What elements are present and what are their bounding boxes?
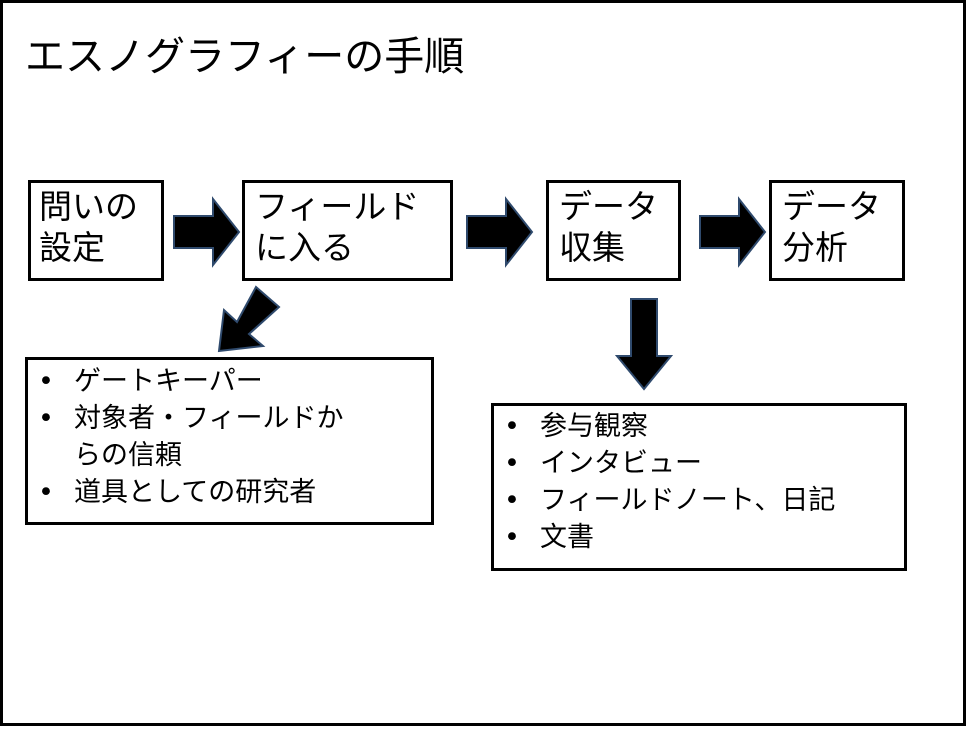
list-item: 道具としての研究者: [28, 474, 431, 511]
step-text: 問いの: [39, 187, 138, 226]
list-item-text: 文書: [540, 522, 594, 553]
arrows-layer: [173, 196, 767, 391]
list-item-text: 参与観察: [540, 411, 648, 442]
arrow-down-icon: [614, 298, 674, 391]
list-item: 対象者・フィールドか らの信頼: [28, 400, 431, 474]
list-item-text: らの信頼: [74, 440, 182, 471]
step-text: 分析: [782, 228, 848, 267]
data-collection-list: 参与観察 インタビュー フィールドノート、日記 文書: [491, 403, 907, 571]
step-text: データ: [559, 187, 658, 226]
list-item: ゲートキーパー: [28, 363, 431, 400]
step-box-data-analysis: データ 分析: [769, 180, 905, 281]
list-item-text: 対象者・フィールドか: [74, 403, 344, 434]
arrow-right-icon: [699, 196, 767, 268]
field-entry-list: ゲートキーパー 対象者・フィールドか らの信頼 道具としての研究者: [25, 357, 434, 525]
list-item: 文書: [494, 519, 904, 556]
list-item-text: 道具としての研究者: [74, 477, 317, 508]
list-item: 参与観察: [494, 408, 904, 445]
step-box-data-collection: データ 収集: [546, 180, 681, 281]
arrow-right-icon: [466, 196, 534, 268]
list-item: インタビュー: [494, 445, 904, 482]
list-item-text: フィールドノート、日記: [540, 485, 836, 516]
step-text: フィールド: [255, 187, 420, 226]
step-text: に入る: [255, 228, 354, 267]
page-title: エスノグラフィーの手順: [25, 34, 465, 80]
arrow-right-icon: [173, 196, 241, 268]
arrow-down-left-icon: [217, 285, 281, 353]
step-text: 設定: [39, 228, 105, 267]
step-text: 収集: [559, 228, 625, 267]
step-box-enter-field: フィールド に入る: [242, 180, 453, 281]
step-text: データ: [782, 187, 881, 226]
list-item-text: ゲートキーパー: [74, 366, 263, 397]
list-item-text: インタビュー: [540, 448, 702, 479]
step-box-question: 問いの 設定: [28, 180, 164, 281]
list-item: フィールドノート、日記: [494, 482, 904, 519]
